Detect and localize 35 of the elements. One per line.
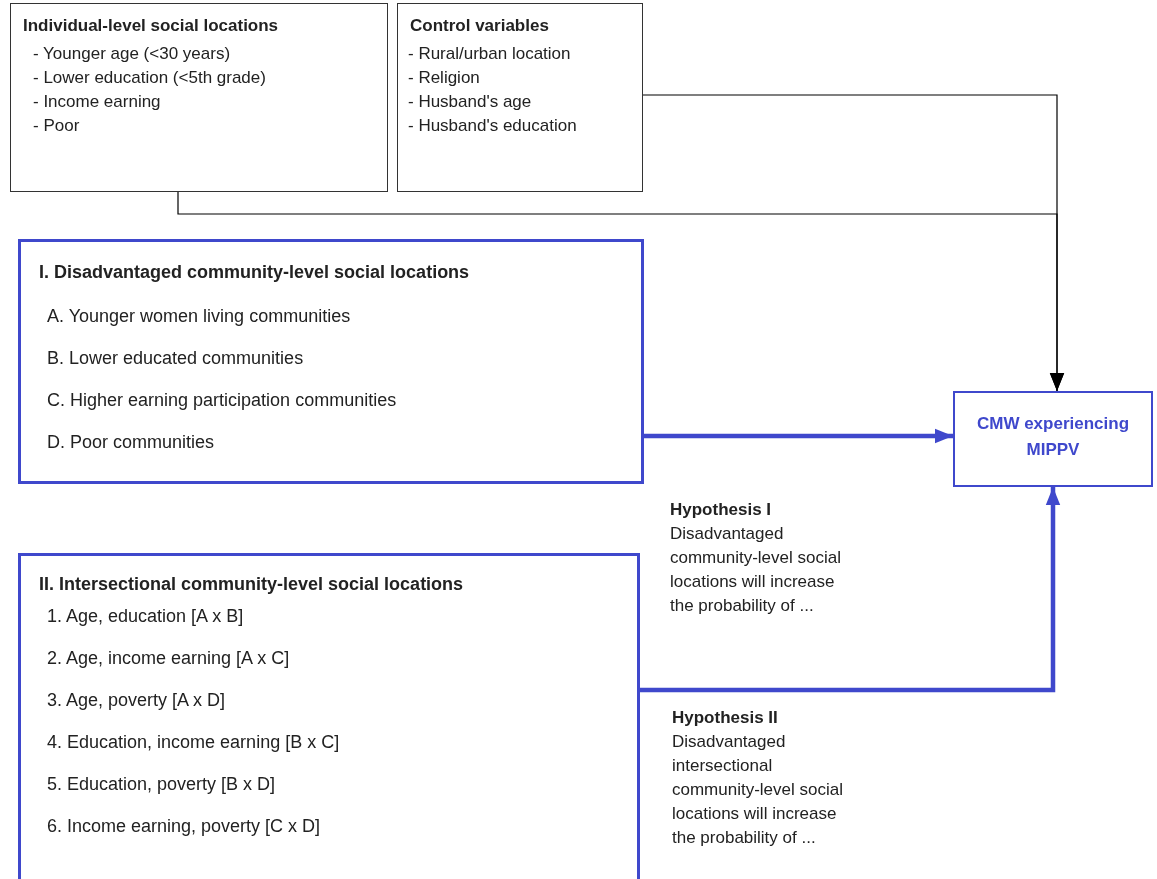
- box-heading: Individual-level social locations: [23, 16, 279, 36]
- list-item: B. Lower educated communities: [47, 348, 304, 369]
- variable-box: [10, 3, 388, 192]
- arrow: [642, 94, 1065, 392]
- arrow: [640, 487, 1061, 693]
- hypothesis-group-box: [18, 239, 644, 484]
- list-item: - Lower education (<5th grade): [33, 68, 266, 88]
- list-item: 3. Age, poverty [A x D]: [47, 690, 226, 711]
- list-item: - Husband's education: [408, 116, 577, 136]
- list-item: - Income earning: [33, 92, 161, 112]
- outcome-box: [953, 391, 1153, 487]
- variable-box: [397, 3, 643, 192]
- list-item: D. Poor communities: [47, 432, 215, 453]
- box-heading: I. Disadvantaged community-level social locations: [39, 262, 470, 283]
- hypothesis-heading: Hypothesis I: [670, 499, 773, 521]
- list-item: A. Younger women living communities: [47, 306, 351, 327]
- arrow: [644, 428, 953, 444]
- list-item: - Younger age (<30 years): [33, 44, 231, 64]
- hypothesis-group-box: [18, 553, 640, 879]
- list-item: - Poor: [33, 116, 80, 136]
- list-item: 5. Education, poverty [B x D]: [47, 774, 276, 795]
- list-item: 6. Income earning, poverty [C x D]: [47, 816, 321, 837]
- hypothesis-text: Disadvantaged community-level social locations will increase the probability of ...: [670, 523, 842, 617]
- hypothesis-text: Disadvantaged intersectional community-level social locations will increase the probability of ...: [672, 731, 844, 849]
- list-item: - Rural/urban location: [408, 44, 571, 64]
- list-item: 1. Age, education [A x B]: [47, 606, 244, 627]
- hypothesis-heading: Hypothesis II: [672, 707, 779, 729]
- list-item: - Husband's age: [408, 92, 532, 112]
- list-item: 2. Age, income earning [A x C]: [47, 648, 290, 669]
- list-item: C. Higher earning participation communities: [47, 390, 397, 411]
- outcome-label: CMW experiencing MIPPV: [975, 413, 1131, 461]
- box-heading: Control variables: [410, 16, 549, 36]
- list-item: 4. Education, income earning [B x C]: [47, 732, 340, 753]
- box-heading: II. Intersectional community-level social locations: [39, 574, 464, 595]
- list-item: - Religion: [408, 68, 480, 88]
